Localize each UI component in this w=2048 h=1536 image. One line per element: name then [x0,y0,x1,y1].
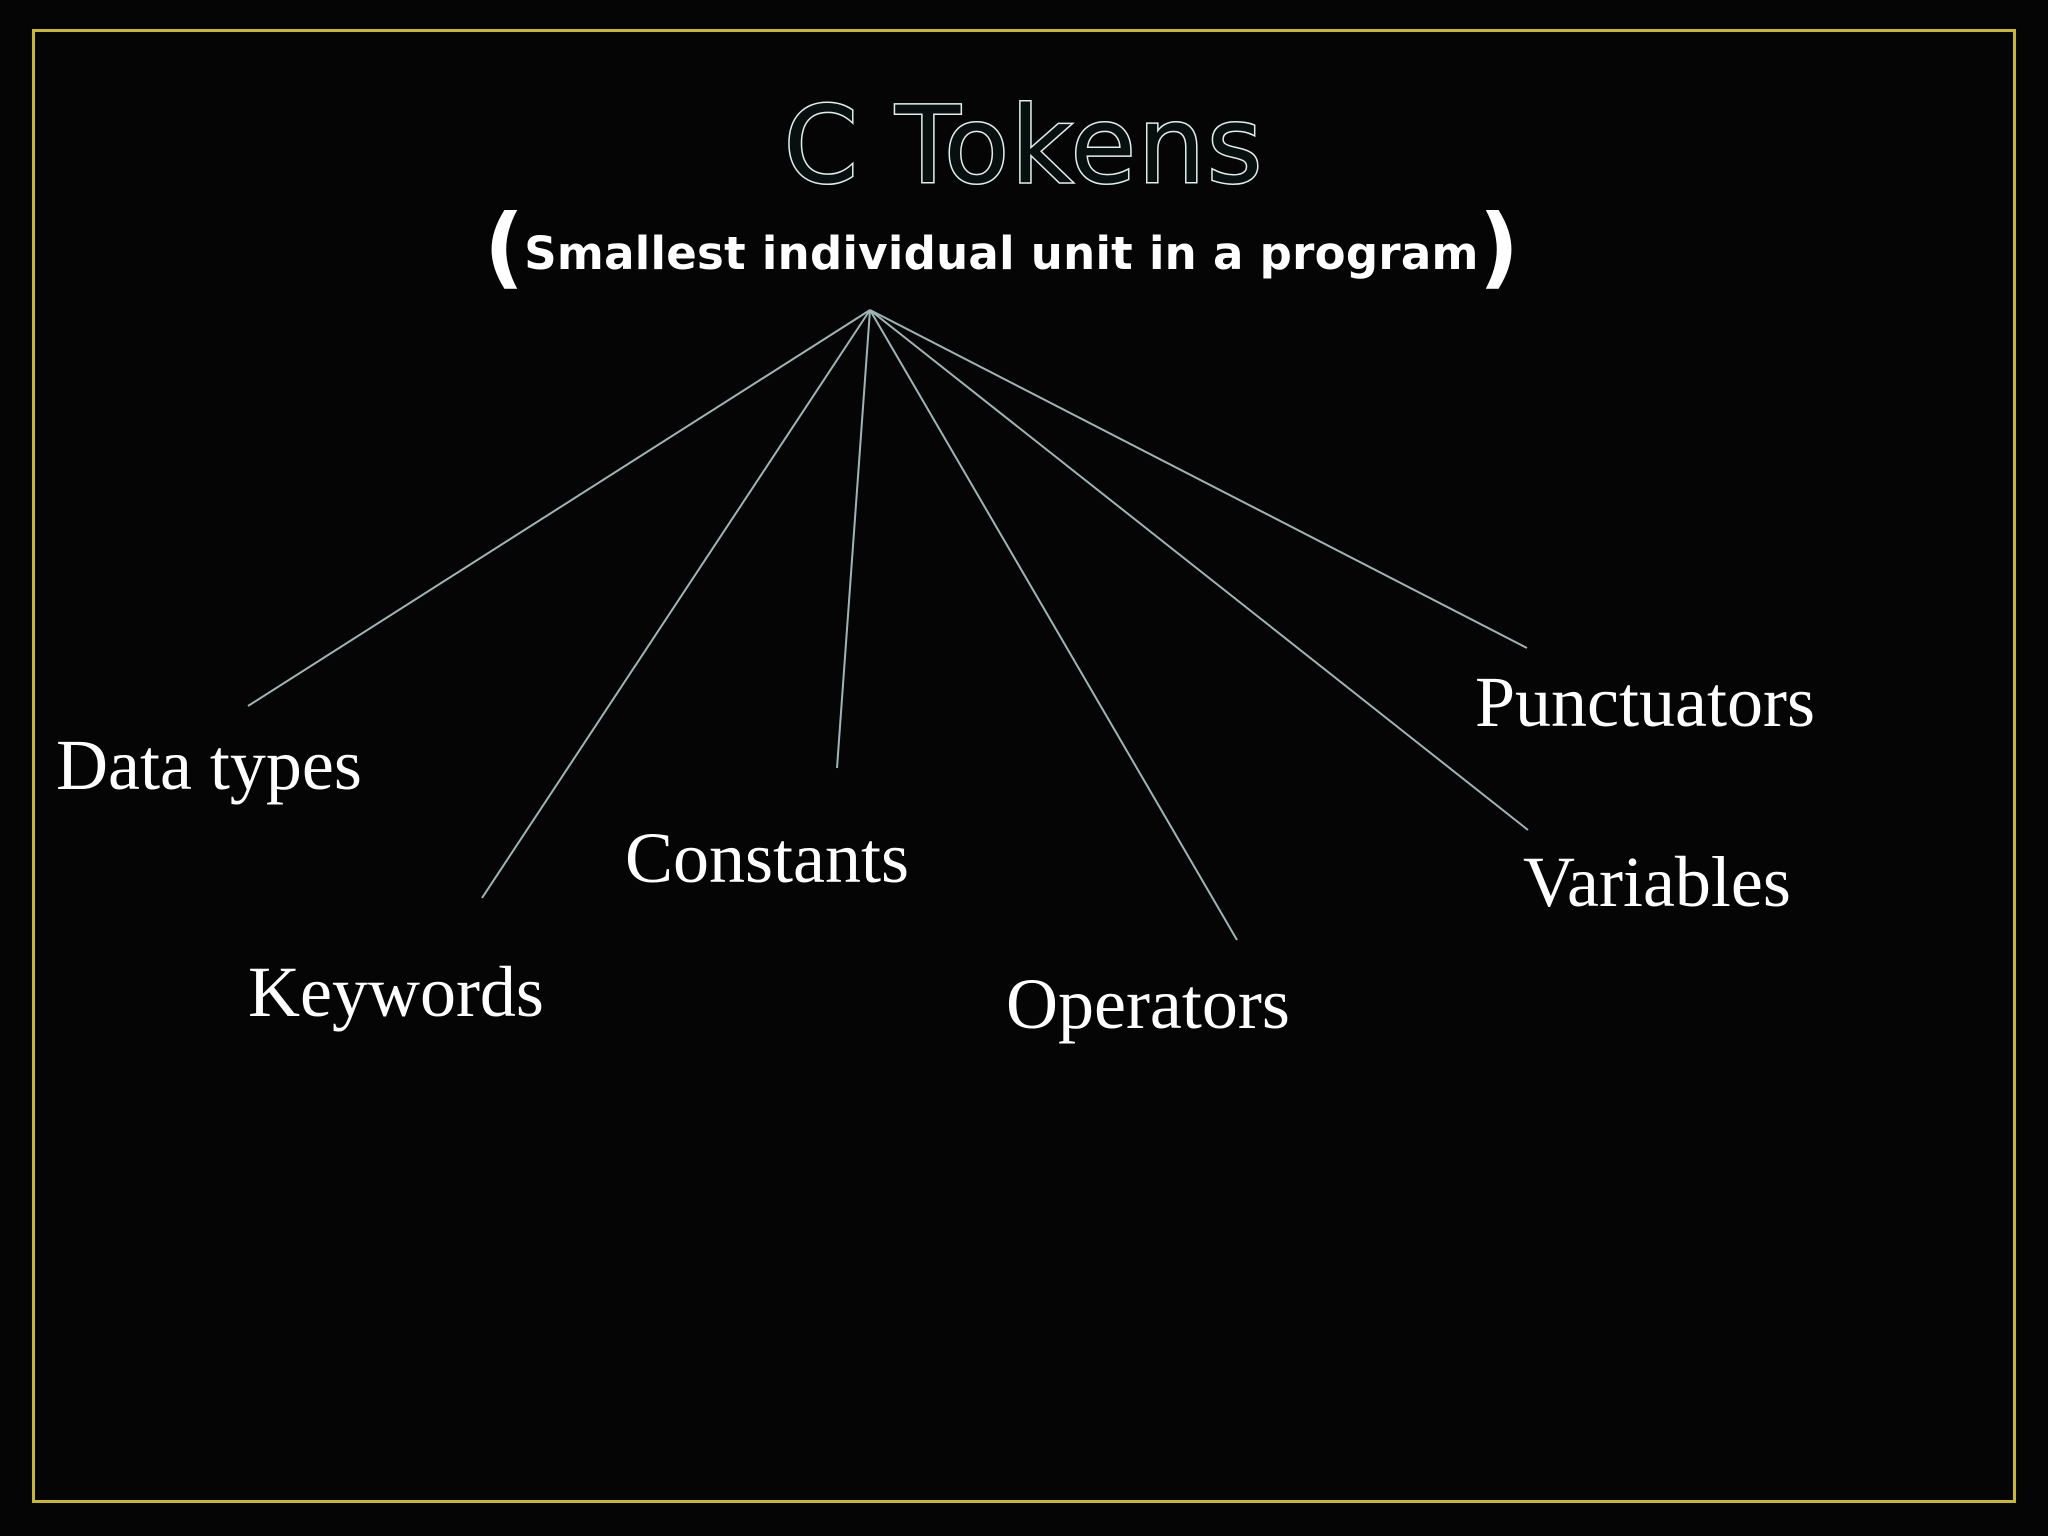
token-operators: Operators [1006,964,1290,1044]
subtitle-close-paren: ) [1478,195,1519,298]
subtitle-open-paren: ( [484,195,525,298]
token-keywords: Keywords [248,952,544,1032]
token-constants: Constants [625,818,910,898]
connector-constants [836,309,871,769]
slide-border [32,29,2016,1503]
connector-variables [869,309,1529,831]
connector-keywords [481,309,871,899]
connector-data-types [247,309,871,707]
subtitle-text: Smallest individual unit in a program [524,227,1479,280]
token-variables: Variables [1523,842,1791,922]
connector-punctuators [869,309,1528,649]
slide-title: C Tokens [782,84,1265,207]
subtitle: ( Smallest individual unit in a program … [484,192,1519,302]
connector-operators [869,309,1238,941]
token-punctuators: Punctuators [1475,662,1815,742]
token-data-types: Data types [56,725,362,805]
